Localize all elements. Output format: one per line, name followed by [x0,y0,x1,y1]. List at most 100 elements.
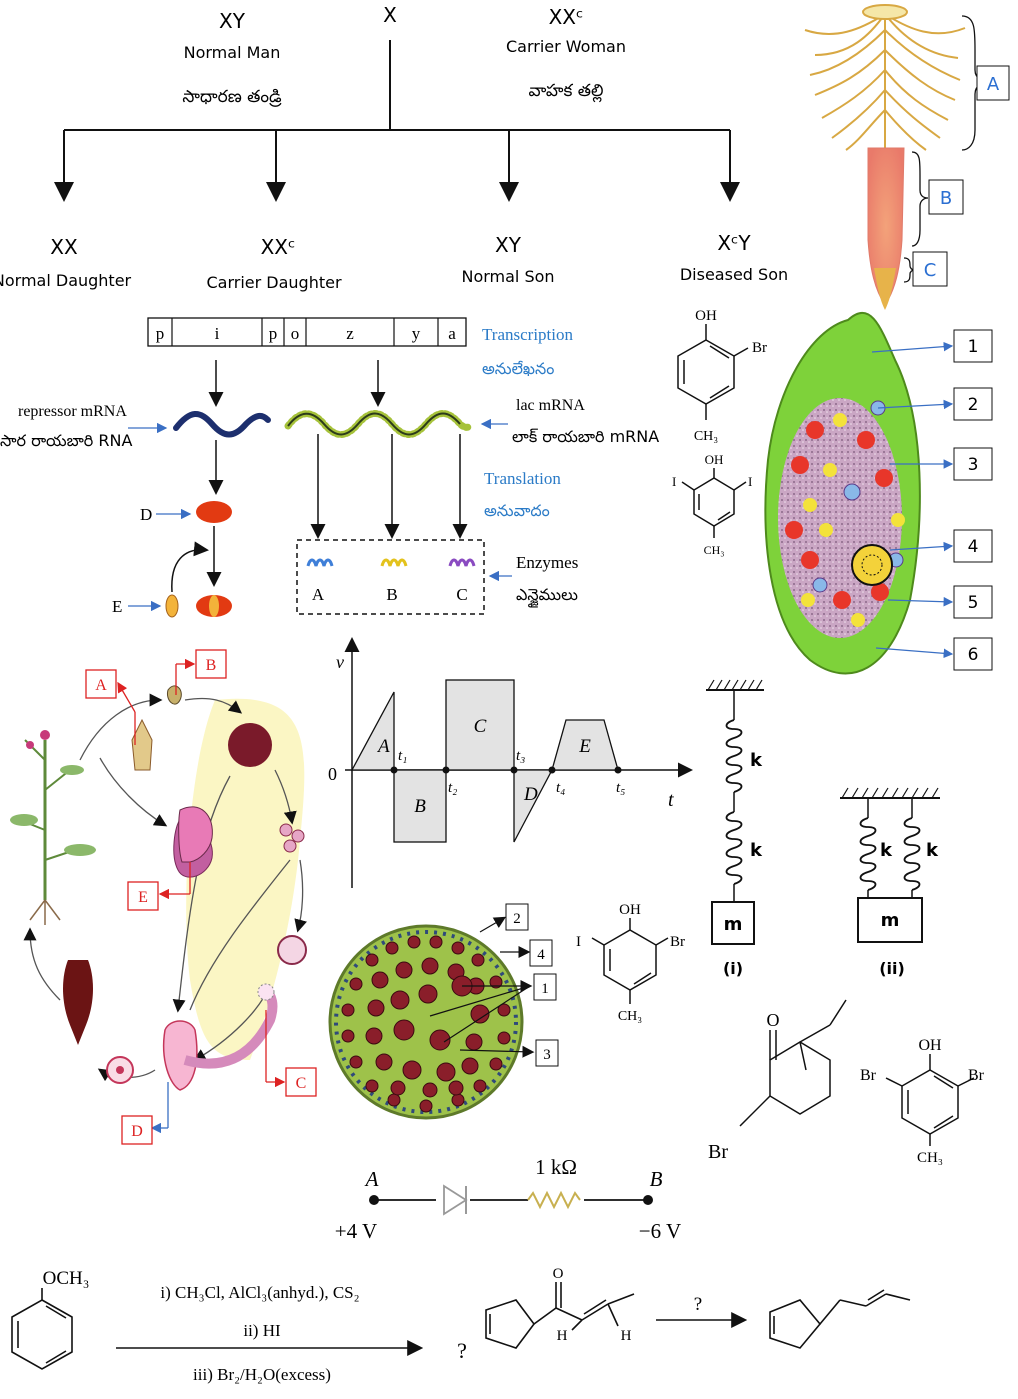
cycle-label-c: C [296,1075,307,1092]
alkene-h1: H [557,1328,568,1344]
ovary-num-6: 6 [968,645,979,665]
region-c-label: C [474,716,487,737]
spring-i-upper [725,719,743,793]
v-axis-label: v [336,652,344,672]
spring-i-k1: k [750,750,763,771]
tick-t2: t₂ [448,780,457,796]
chem4-br: Br [708,1141,728,1163]
gene-p1: p [156,324,165,343]
mass-ii [857,897,923,943]
pistil-sketch [63,960,93,1045]
cycle-label-c-box [285,1067,317,1097]
ovary-section-diagram: 1 2 3 4 5 6 [764,312,993,675]
circuit-label-a: A [364,1167,379,1191]
spring-ii-k1: k [880,840,893,861]
spring-ii-right [903,817,921,891]
pollen-mass [228,723,272,767]
bromocresol-structure [677,324,749,420]
root-cut-top [862,4,908,20]
child-4-label: Diseased Son [680,265,788,284]
gene-i: i [215,324,220,343]
chem-structures-top [677,324,749,538]
diode-triangle [443,1184,468,1216]
spring-systems: k k m (i) k k m (ii) [706,679,940,978]
child-3-genotype: XY [495,233,522,257]
ovule-e-sketch [178,806,213,863]
repressor-mrna-strand [173,411,271,438]
cs-number-boxes [505,903,559,1067]
alkene-h2: H [621,1328,632,1344]
chem2-i-left: I [672,474,676,489]
node-b [643,1195,653,1205]
child-2-genotype: XXᶜ [261,235,296,259]
cycle-label-e: E [138,889,148,906]
cs-num-2: 2 [513,911,521,927]
cs-num-4: 4 [537,947,545,963]
lac-mrna-core [287,412,461,436]
leader-lines [871,341,954,659]
enzyme-label-a: A [312,585,325,604]
inducer-e [165,594,179,618]
spring-i-caption: (i) [723,959,743,978]
brace-b [911,151,929,247]
reaction-unknown: ? [457,1338,467,1363]
child-1-label: Normal Daughter [0,271,132,290]
anther-cross-section: 2 4 1 3 [328,903,559,1120]
region-c [445,679,515,771]
gene-z: z [346,324,354,343]
reaction-step-1: i) CH₃Cl, AlCl₃(anhyd.), CS₂ [160,1283,359,1302]
chem1-br: Br [752,340,767,356]
father-label: Normal Man [184,43,281,62]
spring-i-lower [725,811,743,885]
cyclopentenyl-ketone-structure [485,1282,635,1349]
diiodocresol-structure [681,468,747,538]
mother-label-te: వాహక తల్లి [529,81,604,103]
hatch-i [707,679,763,691]
region-b [393,769,447,843]
resistor-zigzag [527,1190,581,1210]
diode-circuit: A B 1 kΩ +4 V −6 V [335,1155,681,1243]
gamete-x: X [383,3,397,27]
spring-ii-caption: (ii) [879,959,905,978]
plant-sketch [10,730,96,925]
mass-ii-label: m [881,910,900,931]
root-hairs [804,13,966,151]
chem3-br: Br [670,934,685,950]
gene-p2: p [269,324,278,343]
translation-label: Translation [484,469,561,488]
organic-reaction: OCH₃ i) CH₃Cl, AlCl₃(anhyd.), CS₂ ii) HI… [11,1266,911,1384]
number-boxes [953,329,993,671]
stamen-sketch [131,718,153,771]
tick-t4: t₄ [556,780,565,796]
region-e [551,719,619,771]
cycle-label-b-box [195,649,227,679]
repressor-mrna-label-te: సార రాయబారి RNA [0,431,132,450]
megaspore-nucleus [116,1066,124,1074]
cells [785,400,905,627]
chem5-br-right: Br [968,1067,985,1084]
mother-label: Carrier Woman [506,37,626,56]
enzyme-label-b: B [386,585,397,604]
dibromocresol-structure [885,1054,975,1146]
gene-a: a [448,324,456,343]
pollen-grain [277,935,307,965]
spring-i-k2: k [750,840,763,861]
enzyme-label-c: C [456,585,467,604]
voltage-a: +4 V [335,1219,377,1243]
chem1-ch3: CH₃ [694,429,718,444]
gene-o: o [291,324,300,343]
root-label-c-box [912,251,948,287]
father-label-te: సాధారణ తండ్రి [182,87,282,107]
lac-operon-diagram: p i p o z y a Transcription అనులేఖనం rep… [0,317,659,618]
chem3-oh: OH [619,902,641,918]
tick-t1: t₁ [398,748,407,764]
ovary-num-4: 4 [968,537,979,557]
tick-t5: t₅ [616,780,625,796]
cs-ring-dots [334,930,518,1114]
root-label-b-box [928,179,964,215]
pollen-grain-germinating [257,983,275,1001]
chem3-ch3: CH₃ [618,1009,642,1024]
child-1-genotype: XX [50,235,78,259]
cs-cells [341,935,511,1113]
arrow-inducer-binding [171,541,209,593]
